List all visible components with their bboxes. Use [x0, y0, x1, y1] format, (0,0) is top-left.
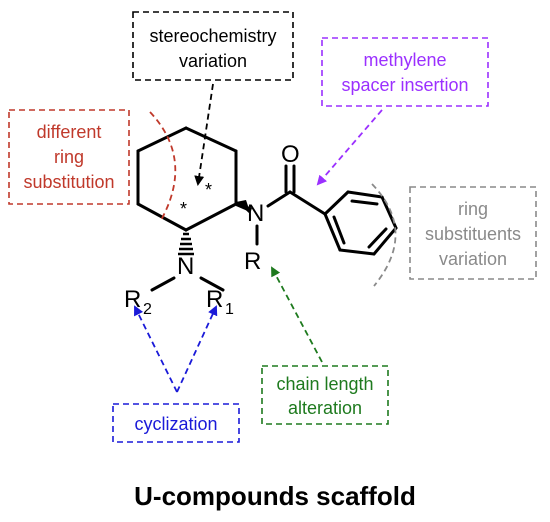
cyclization-annotation: cyclization	[112, 403, 240, 443]
bold-wedge-bond-2	[236, 201, 252, 214]
r1-subscript: 1	[225, 301, 234, 318]
cyclization-arrow-left	[134, 305, 178, 393]
ring-subst-line-1: ring	[458, 199, 488, 219]
ring-substituent-arc	[371, 183, 397, 287]
stereo-mark-1: *	[180, 199, 187, 219]
methylene-line-2: spacer insertion	[341, 75, 468, 95]
scaffold-title: U-compounds scaffold	[134, 481, 416, 511]
oxygen-atom: O	[281, 141, 300, 168]
chain-length-arrow	[271, 266, 323, 363]
stereo-mark-2: *	[205, 180, 212, 200]
bond-n-carbonyl	[266, 190, 292, 208]
bond-n-r2	[150, 276, 176, 292]
stereo-arrow	[194, 83, 214, 186]
ring-substitution-annotation: different ring substitution	[8, 109, 130, 205]
ring-substituents-annotation: ring substituents variation	[409, 186, 537, 280]
stereo-line-1: stereochemistry	[149, 26, 276, 46]
stereochemistry-annotation: stereochemistry variation	[132, 11, 294, 81]
r2-label: R	[124, 286, 141, 313]
ring-sub-line-3: substitution	[23, 172, 114, 192]
chain-length-annotation: chain length alteration	[261, 365, 389, 425]
methylene-annotation: methylene spacer insertion	[321, 37, 489, 107]
ring-subst-line-2: substituents	[425, 224, 521, 244]
r-label: R	[244, 248, 261, 275]
bond-n-r1	[199, 276, 225, 292]
stereo-line-2: variation	[179, 51, 247, 71]
chain-line-2: alteration	[288, 398, 362, 418]
cyclization-line-1: cyclization	[134, 414, 217, 434]
ring-subst-line-3: variation	[439, 249, 507, 269]
cyclization-arrow-right	[176, 305, 218, 393]
ring-substitution-arc	[149, 111, 177, 223]
r2-subscript: 2	[143, 301, 152, 318]
chain-line-1: chain length	[276, 374, 373, 394]
ring-sub-line-2: ring	[54, 147, 84, 167]
amide-nitrogen: N	[247, 200, 264, 227]
cyclohexane-ring	[136, 126, 238, 232]
bond-carbonyl-phenyl	[288, 190, 327, 216]
hashed-wedge-bond	[178, 232, 194, 256]
methylene-arrow	[316, 109, 383, 186]
amine-nitrogen: N	[177, 253, 194, 280]
ring-sub-line-1: different	[37, 122, 102, 142]
methylene-line-1: methylene	[363, 50, 446, 70]
